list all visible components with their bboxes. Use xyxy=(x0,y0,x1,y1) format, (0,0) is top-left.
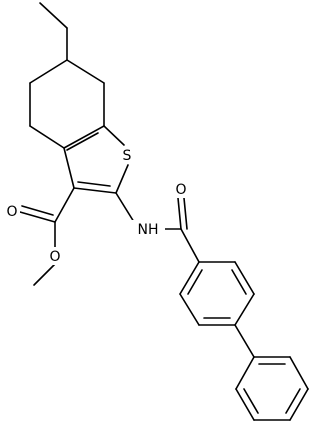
bonds xyxy=(19,2,309,421)
bond-c7a-c3a xyxy=(63,125,105,149)
amide-oxygen-label: O xyxy=(175,182,186,198)
sulfur-atom-label: S xyxy=(123,148,132,164)
bond-c2-c3 xyxy=(73,187,117,194)
bond-amide-c-o-double xyxy=(183,197,188,230)
bond-biaryl xyxy=(234,324,255,358)
bond-ring1-e-f xyxy=(179,293,200,326)
bond-ring1-b-c xyxy=(234,261,255,295)
bond-c7a-c3a-double xyxy=(66,132,99,151)
bond-ethyl-ch3-ch2 xyxy=(39,2,68,29)
bond-ring2-c-d xyxy=(289,388,309,421)
bond-ring1-f-a xyxy=(179,261,200,295)
bond-ring2-e-f xyxy=(235,388,255,421)
bond-ring1-inner-3 xyxy=(187,269,203,295)
bond-ring2-f-a xyxy=(235,356,255,390)
bond-ring2-b-c xyxy=(289,356,309,390)
bond-ester-c-o-carbonyl xyxy=(19,211,56,223)
ester-carbonyl-oxygen-label: O xyxy=(6,204,17,220)
bond-c3-c3a xyxy=(63,147,75,189)
bond-c4-c3a xyxy=(29,125,65,149)
bond-c6-c5 xyxy=(29,59,68,84)
bond-c7a-s xyxy=(103,125,125,146)
bond-c2-n xyxy=(115,192,135,223)
atom-labels: S NH O O O xyxy=(4,146,190,265)
bond-ester-c-o-carbonyl-double xyxy=(21,205,54,216)
bond-ring1-inner-1 xyxy=(231,269,247,295)
bond-c3-ester-c xyxy=(54,187,75,223)
bond-c2-c3-double xyxy=(77,181,111,187)
bond-amide-c-aryl xyxy=(180,228,200,263)
bond-o-ch3 xyxy=(33,263,56,286)
bond-amide-c-o xyxy=(177,197,182,230)
bond-ring2-inner-2 xyxy=(285,388,301,414)
bond-c6-c7 xyxy=(66,59,105,84)
ester-methoxy-oxygen-label: O xyxy=(49,249,60,265)
molecule-diagram: S NH O O O xyxy=(4,2,309,421)
amide-nitrogen-label: NH xyxy=(138,222,159,238)
bond-s-c2 xyxy=(115,164,129,194)
bond-ring2-inner-3 xyxy=(243,388,259,414)
bond-ring1-c-d xyxy=(234,293,255,326)
